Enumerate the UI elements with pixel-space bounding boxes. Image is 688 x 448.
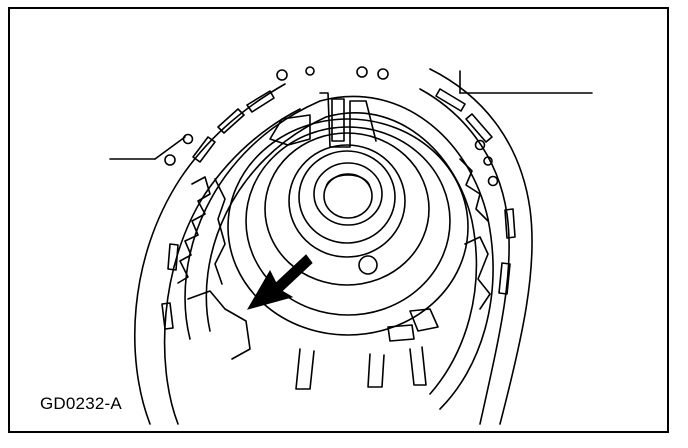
bolt-hole — [164, 154, 176, 166]
bottom-leg-center — [367, 353, 385, 388]
bolt-hole — [377, 68, 389, 80]
housing-slot — [217, 108, 245, 134]
bolt-hole — [483, 156, 493, 166]
housing-slot — [504, 208, 516, 239]
lower-right-stub-2 — [387, 324, 415, 342]
figure-code-label: GD0232-A — [40, 394, 122, 413]
bolt-hole — [305, 66, 315, 76]
bottom-leg-left — [295, 348, 315, 390]
transmission-pump-diagram — [109, 66, 593, 425]
gear-teeth-left-inner — [214, 178, 226, 285]
pump-body-ring-2 — [245, 126, 451, 316]
illustration-frame: GD0232-A — [8, 7, 669, 433]
shaft-bore-depth — [325, 174, 371, 188]
housing-slot — [246, 90, 275, 113]
housing-outer-arc-left — [134, 83, 286, 425]
shaft-bore-outer — [313, 162, 383, 226]
housing-outer-arc-right — [429, 68, 533, 425]
top-locating-tab — [319, 92, 377, 148]
lower-left-bracket — [187, 290, 251, 360]
housing-slot — [167, 243, 179, 271]
bolt-hole — [182, 133, 194, 145]
bolt-hole — [487, 175, 499, 187]
pump-rim-inner — [205, 112, 478, 395]
lower-right-stub — [409, 308, 439, 332]
top-locating-tab-inner — [331, 98, 345, 142]
check-ball — [358, 255, 378, 275]
gear-teeth-right — [459, 158, 489, 222]
housing-slot — [498, 262, 511, 295]
housing-slot — [465, 113, 493, 143]
shaft-bore-inner — [323, 173, 373, 219]
bolt-hole — [474, 139, 486, 151]
right-side-bracket — [464, 236, 491, 310]
bolt-hole — [356, 66, 368, 78]
pump-body-ring-1 — [227, 118, 469, 336]
housing-inner-arc-right — [419, 88, 510, 425]
pump-body-ring-3 — [264, 132, 430, 286]
housing-slot — [435, 88, 466, 112]
pump-body-ring-5 — [298, 150, 396, 244]
pump-rim-outer — [184, 95, 494, 410]
pump-body-ring-4 — [288, 144, 406, 258]
leader-line-left-diag — [154, 136, 186, 160]
housing-slot — [161, 302, 174, 330]
bottom-leg-right — [409, 346, 427, 386]
indicator-arrow — [246, 254, 313, 310]
top-flange — [269, 114, 311, 146]
housing-inner-arc-left — [163, 108, 301, 425]
gear-teeth-left — [177, 176, 211, 284]
bolt-hole — [276, 69, 288, 81]
housing-slot — [192, 136, 216, 163]
